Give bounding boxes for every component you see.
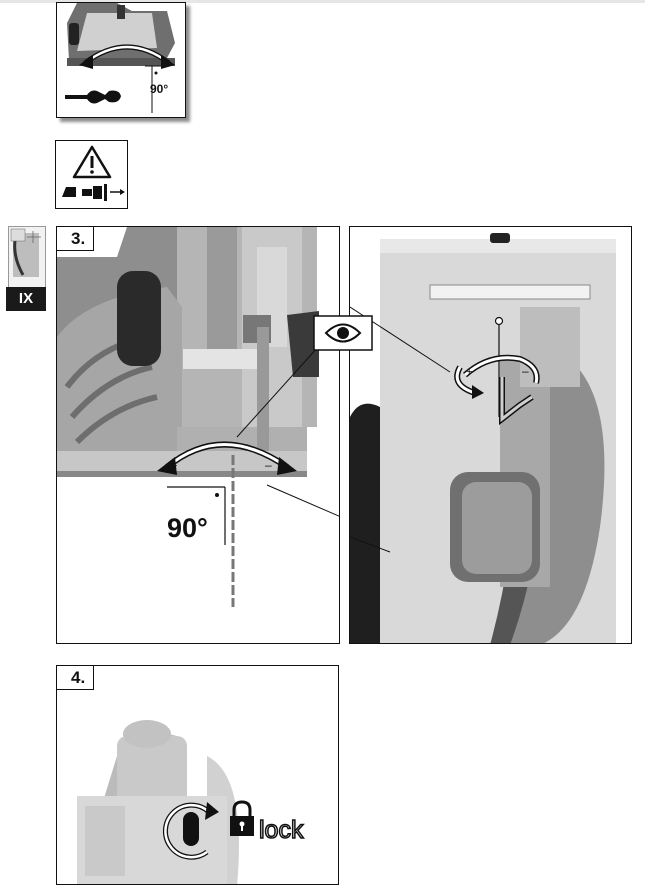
step-3-panel: 3. + – 90° <box>56 226 340 644</box>
detail-plus-sign: + <box>466 366 472 378</box>
page-top-rule <box>0 0 645 3</box>
step-3-angle-label: 90° <box>167 513 208 543</box>
unplug-icon <box>62 184 125 201</box>
inspect-callout <box>313 315 373 351</box>
warning-triangle-icon <box>72 145 112 179</box>
step-3-detail-panel: + – <box>349 226 632 644</box>
rotate-lock-icon <box>162 802 219 860</box>
step-3-left-illustration: + – 90° <box>57 227 339 643</box>
padlock-icon <box>230 800 254 836</box>
blade-angle-figure: 90° <box>56 2 186 118</box>
section-tab-thumbnail <box>8 226 46 288</box>
step-4-panel: 4. lock <box>56 665 339 885</box>
step-4-illustration: lock <box>57 666 338 884</box>
step-3-minus-sign: – <box>265 458 272 472</box>
step-3-plus-sign: + <box>171 460 177 472</box>
eye-icon <box>324 323 362 343</box>
section-tab-label: IX <box>6 287 46 311</box>
blade-angle-label: 90° <box>150 82 168 96</box>
blade-angle-illustration: 90° <box>57 3 185 117</box>
warning-figure <box>55 140 128 209</box>
warning-illustration <box>62 145 125 201</box>
step-4-label: 4. <box>57 666 95 690</box>
lock-label: lock <box>259 816 304 844</box>
step-3-label: 3. <box>57 227 95 251</box>
step-3-detail-illustration: + – <box>350 227 631 643</box>
detail-minus-sign: – <box>522 364 529 378</box>
